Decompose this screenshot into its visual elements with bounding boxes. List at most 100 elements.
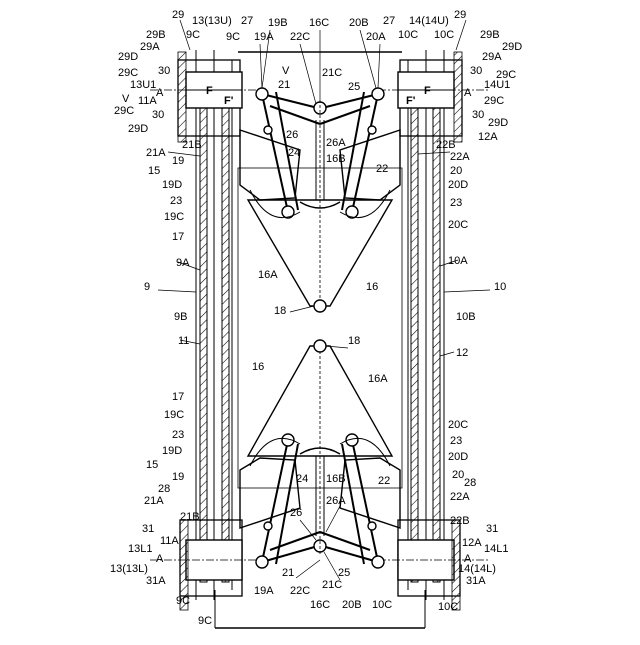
label-20a: 20A: [366, 31, 386, 43]
label-19a: 19A: [254, 31, 274, 43]
label-9a: 9A: [176, 257, 190, 269]
label-14-14l-: 14(14L): [458, 563, 496, 575]
label-15: 15: [146, 459, 158, 471]
label-9c: 9C: [176, 595, 190, 607]
label-29c: 29C: [114, 105, 134, 117]
label-20b: 20B: [349, 17, 369, 29]
label-11a: 11A: [160, 535, 179, 547]
label-16c: 16C: [310, 599, 330, 611]
label-22: 22: [376, 163, 388, 175]
label-19a: 19A: [254, 585, 274, 597]
label-25: 25: [338, 567, 350, 579]
label-9c: 9C: [198, 615, 212, 627]
leader-line: [378, 44, 380, 88]
leader-line: [300, 44, 316, 104]
label-27: 27: [241, 15, 253, 27]
label-29a: 29A: [140, 41, 160, 53]
label-22b: 22B: [450, 515, 470, 527]
label-20c: 20C: [448, 419, 468, 431]
label-9c: 9C: [186, 29, 200, 41]
label-24: 24: [288, 147, 300, 159]
label-24: 24: [296, 473, 308, 485]
label-27: 27: [383, 15, 395, 27]
label-f: F: [206, 85, 213, 97]
label-a: A: [156, 553, 164, 565]
label-21c: 21C: [322, 67, 342, 79]
label-12a: 12A: [478, 131, 498, 143]
label-16b: 16B: [326, 153, 346, 165]
label-22c: 22C: [290, 31, 310, 43]
label-30: 30: [470, 65, 482, 77]
left-column-9: [196, 50, 232, 600]
label-28: 28: [158, 483, 170, 495]
label-19c: 19C: [164, 211, 184, 223]
label-22: 22: [378, 475, 390, 487]
label-9b: 9B: [174, 311, 187, 323]
label-19c: 19C: [164, 409, 184, 421]
label-22a: 22A: [450, 151, 470, 163]
label-25: 25: [348, 81, 360, 93]
label-a: A: [464, 87, 472, 99]
label-23: 23: [172, 429, 184, 441]
label-12a: 12A: [462, 537, 482, 549]
label-26: 26: [290, 507, 302, 519]
label-16a: 16A: [258, 269, 278, 281]
label-26a: 26A: [326, 495, 346, 507]
label-31: 31: [142, 523, 154, 535]
label-30: 30: [152, 109, 164, 121]
label-29d: 29D: [502, 41, 522, 53]
label-20c: 20C: [448, 219, 468, 231]
label-13u1: 13U1: [130, 79, 156, 91]
label-22a: 22A: [450, 491, 470, 503]
label-17: 17: [172, 231, 184, 243]
label-21b: 21B: [182, 139, 202, 151]
label-20d: 20D: [448, 179, 468, 191]
label-29: 29: [454, 9, 466, 21]
leader-line: [456, 20, 466, 50]
label-23: 23: [450, 435, 462, 447]
label-f-: F': [224, 95, 234, 107]
label-19: 19: [172, 471, 184, 483]
label-29c: 29C: [118, 67, 138, 79]
label-20d: 20D: [448, 451, 468, 463]
label-23: 23: [450, 197, 462, 209]
label-29c: 29C: [484, 95, 504, 107]
label-21: 21: [282, 567, 294, 579]
label-16b: 16B: [326, 473, 346, 485]
label-9: 9: [144, 281, 150, 293]
leader-line: [296, 560, 320, 578]
label-31: 31: [486, 523, 498, 535]
label-31a: 31A: [466, 575, 486, 587]
label-16a: 16A: [368, 373, 388, 385]
label-f: F: [424, 85, 431, 97]
label-29b: 29B: [480, 29, 500, 41]
label-14u1: 14U1: [484, 79, 510, 91]
label-19b: 19B: [268, 17, 288, 29]
label-13l1: 13L1: [128, 543, 152, 555]
label-22b: 22B: [436, 139, 456, 151]
label-13-13l-: 13(13L): [110, 563, 148, 575]
label-23: 23: [170, 195, 182, 207]
label-10a: 10A: [448, 255, 468, 267]
label-16: 16: [252, 361, 264, 373]
label-26: 26: [286, 129, 298, 141]
leader-line: [324, 552, 340, 580]
label-10: 10: [494, 281, 506, 293]
label-10c: 10C: [372, 599, 392, 611]
label-v: V: [282, 65, 290, 77]
label-v: V: [122, 93, 130, 105]
label-28: 28: [464, 477, 476, 489]
label-10c: 10C: [434, 29, 454, 41]
label-29a: 29A: [482, 51, 502, 63]
label-29d: 29D: [128, 123, 148, 135]
label-10b: 10B: [456, 311, 476, 323]
label-18: 18: [348, 335, 360, 347]
label-15: 15: [148, 165, 160, 177]
label-29d: 29D: [488, 117, 508, 129]
label-21: 21: [278, 79, 290, 91]
label-20: 20: [450, 165, 462, 177]
right-column-10: [408, 50, 444, 600]
label-14-14u-: 14(14U): [409, 15, 449, 27]
